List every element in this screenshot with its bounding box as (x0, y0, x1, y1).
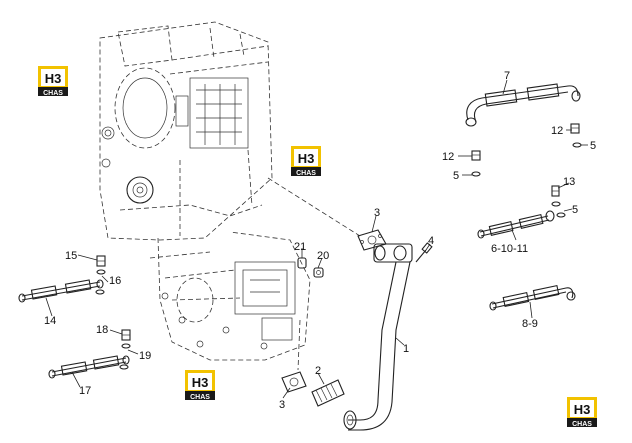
part-5-washers-lower (551, 201, 566, 218)
callout-12-mid: 12 (442, 151, 454, 163)
svg-text:H3: H3 (45, 71, 62, 86)
callout-3-top: 3 (374, 207, 380, 219)
callout-13: 13 (563, 176, 575, 188)
svg-text:H3: H3 (298, 151, 315, 166)
part-13-fitting (551, 185, 560, 197)
part-21-plug (297, 257, 307, 269)
part-6-10-11-hose (477, 210, 555, 239)
part-3-flange-bottom (281, 371, 307, 393)
watermark-logo-2: H3 CHAS (291, 146, 321, 177)
leader-lines (45, 79, 588, 399)
callout-5-mid: 5 (453, 170, 459, 182)
part-8-9-hose (489, 284, 576, 311)
part-15-fitting (96, 255, 106, 267)
part-1-pipe (343, 243, 413, 431)
part-14-hose (18, 279, 104, 303)
part-12-fitting-mid (471, 150, 481, 161)
part-3-flange-top (357, 229, 387, 251)
part-5-washer-right (572, 142, 582, 148)
callout-5-right: 5 (590, 140, 596, 152)
callout-21: 21 (294, 241, 306, 253)
callout-labels: 1 2 3 3 4 5 5 5 7 8-9 6-10-11 12 12 13 1… (44, 70, 596, 411)
callout-19: 19 (139, 350, 151, 362)
svg-text:CHAS: CHAS (572, 421, 592, 428)
callout-1: 1 (403, 343, 409, 355)
transmission-housing (99, 21, 361, 371)
svg-text:CHAS: CHAS (296, 170, 316, 177)
svg-text:CHAS: CHAS (43, 90, 63, 97)
svg-text:CHAS: CHAS (190, 394, 210, 401)
watermark-logo-4: H3 CHAS (567, 397, 597, 428)
part-16-washer (95, 269, 106, 295)
callout-2: 2 (315, 365, 321, 377)
callout-8-9: 8-9 (522, 318, 538, 330)
callout-14: 14 (44, 315, 56, 327)
part-19-washer (119, 343, 131, 370)
part-7-hose (465, 83, 581, 127)
part-20-plug (313, 267, 324, 278)
callout-4: 4 (428, 235, 434, 247)
callout-7: 7 (504, 70, 510, 82)
part-18-fitting (121, 329, 131, 341)
callout-18: 18 (96, 324, 108, 336)
part-2-hose (311, 379, 345, 407)
svg-text:H3: H3 (192, 375, 209, 390)
watermark-logo-1: H3 CHAS (38, 66, 68, 97)
callout-6-10-11: 6-10-11 (491, 243, 528, 255)
callout-20: 20 (317, 250, 329, 262)
part-17-hose (48, 355, 130, 379)
watermark-logo-3: H3 CHAS (185, 370, 215, 401)
callout-15: 15 (65, 250, 77, 262)
svg-text:H3: H3 (574, 402, 591, 417)
part-12-fitting-right (570, 123, 580, 134)
callout-17: 17 (79, 385, 91, 397)
callout-12-right: 12 (551, 125, 563, 137)
callout-3-bottom: 3 (279, 399, 285, 411)
part-5-washer-mid (471, 171, 481, 177)
callout-5-lower: 5 (572, 204, 578, 216)
callout-16: 16 (109, 275, 121, 287)
